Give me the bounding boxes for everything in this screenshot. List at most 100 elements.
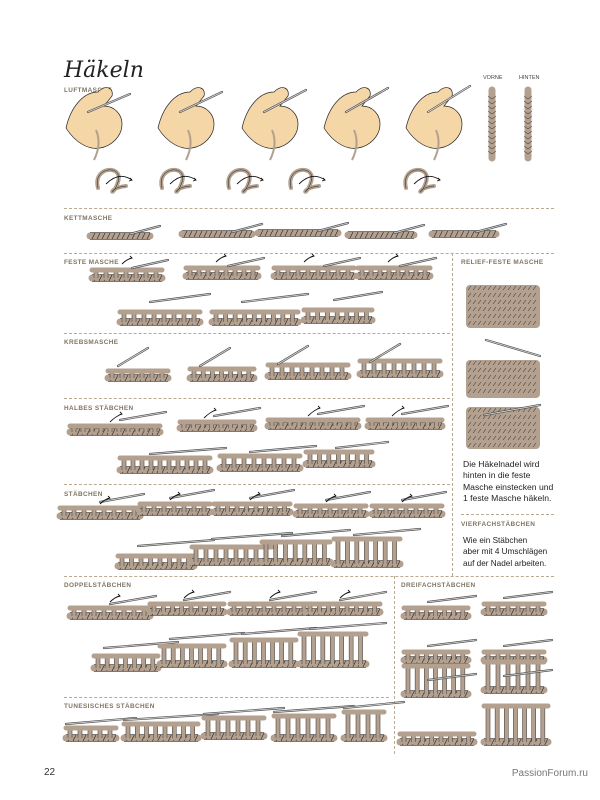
stitch-chain [428,230,500,238]
stitch-posts [401,649,471,663]
section-label-feste-masche: FESTE MASCHE [64,259,119,266]
crochet-hook-highlight [343,701,405,709]
stitch-posts [303,449,375,467]
stitch-posts [201,715,267,739]
stitch-chain [200,732,268,740]
stitch-post-outline [348,634,354,664]
crochet-hook-highlight [249,489,295,499]
direction-arrow [298,175,326,185]
swatch-row [467,428,537,434]
stitch-chain [480,686,548,694]
crochet-hook-highlight [103,641,179,649]
stitch-post-outline [311,634,316,664]
page-title: Häkeln [64,58,144,83]
chain-stitch-mark [523,115,533,120]
arrow-head [316,405,321,410]
stitch-posts [341,709,387,741]
crochet-hook-highlight [169,489,215,499]
section-label-luftmasche: LUFTMASCHE [64,87,113,94]
stitch-posts [147,601,227,615]
stitch-post-outline [279,640,284,664]
stitch-post-outline [525,662,531,690]
chain-stitch-lines [91,232,151,240]
stitch-post-outline [345,539,350,564]
chain-outline [484,686,544,694]
stitch-post-outline [263,542,269,562]
stitch-post-outline [301,634,307,664]
chain-stitch-mark [523,140,533,145]
chain-stitch-mark [523,125,533,130]
stitch-post-outline [504,706,509,742]
crochet-hook-highlight [309,622,387,630]
crochet-hook-highlight [369,343,401,363]
arrow-head [346,589,351,594]
chain-stitch-mark [487,120,497,125]
stitch-chain [270,734,338,742]
stitch-posts [177,419,257,431]
chain-stitch-mark [523,150,533,155]
stitch-post-outline [170,646,176,664]
stitch-posts [187,366,257,381]
section-divider [64,576,554,577]
crochet-hook-highlight [213,407,261,417]
arrow-head [259,177,264,182]
crochet-hook-highlight [99,493,145,503]
stitch-posts [227,601,313,615]
arrow-head [190,589,195,594]
swatch-row [467,285,537,291]
stitch-post-outline [392,539,397,564]
arrow-head [128,255,133,260]
yarn-strand [351,129,358,161]
crochet-hook-highlight [249,445,317,453]
stitch-posts [401,605,471,619]
crochet-hook-highlight [427,639,477,647]
arrow-head [408,493,413,498]
crochet-hook-highlight [131,259,169,269]
chain-outline [204,732,264,740]
stitch-posts [117,455,213,473]
crochet-hook-highlight [231,223,263,233]
stitch-chain [254,229,342,237]
section-label-doppelstaebchen: DOPPELSTÄBCHEN [64,582,132,589]
swatch-row [467,360,537,366]
stitch-post-outline [364,539,369,564]
stitch-post-outline [245,718,251,736]
stitch-posts [67,605,153,619]
section-divider [64,484,450,485]
loop-illustrations [95,167,441,194]
section-label-relief-feste-masche: RELIEF-FESTE MASCHE [461,259,544,266]
swatch-body [466,407,540,449]
stitch-post-outline [322,542,327,562]
stitch-swatch [466,285,540,328]
crochet-hook-highlight [475,223,507,233]
section-label-tunesisches-staebchen: TUNESISCHES STÄBCHEN [64,703,155,710]
stitch-posts [331,536,403,567]
column-divider [452,253,453,576]
hand-shape [241,87,299,149]
swatch-illustrations [466,285,542,449]
chain-stitch-lines [183,230,253,238]
crochet-hook-highlight [87,93,131,113]
chain-outline [484,608,544,616]
stitch-post-outline [485,706,491,742]
stitch-post-outline [375,712,381,738]
crochet-hook-highlight [179,91,223,113]
stitch-post-outline [161,646,167,664]
crochet-hook-highlight [281,529,351,537]
stitch-post-outline [405,666,411,694]
arrow-head [400,405,405,410]
stitch-posts [355,265,433,279]
crochet-hook-highlight [137,539,215,547]
crochet-hook-highlight [485,339,541,357]
stitch-posts [57,505,143,519]
stitch-post-outline [312,542,317,562]
chain-stitch-mark [487,115,497,120]
stitch-posts [217,453,303,471]
arrow-head [332,493,337,498]
stitch-post-outline [414,666,420,694]
crochet-hook-highlight [427,673,477,681]
relief-note: Die Häkelnadel wird hinten in die feste … [463,459,554,504]
stitch-post-outline [305,716,311,738]
chain-outline [90,232,150,240]
stitch-post-outline [513,706,518,742]
